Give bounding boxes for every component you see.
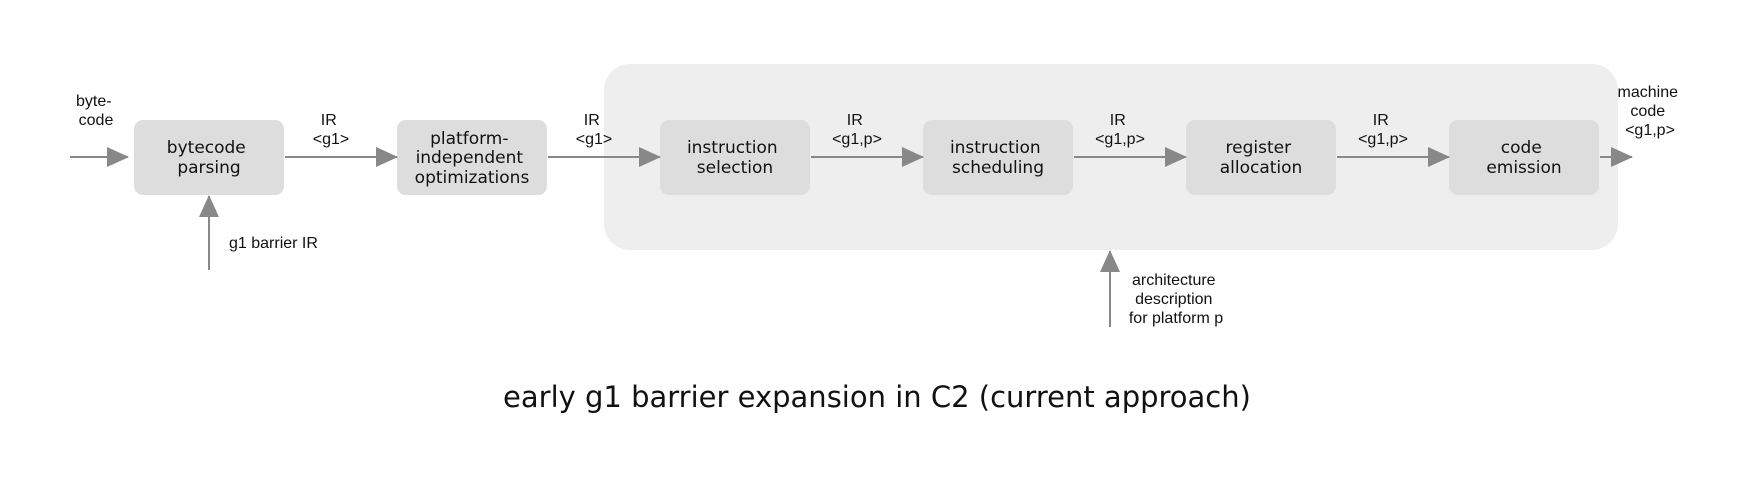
architecture-description-label: architecture description for platform p <box>1129 272 1223 327</box>
edge-label-after-scheduling: IR <g1,p> <box>1095 112 1145 148</box>
stage-box <box>397 120 547 195</box>
stage-label: platform- <box>430 129 508 149</box>
edge-label-after-selection: IR <g1,p> <box>832 112 882 148</box>
stage-code-emission: code emission <box>1449 120 1599 195</box>
stage-platform-independent-optimizations: platform- independent optimizations <box>397 120 547 195</box>
stage-label: optimizations <box>415 168 530 188</box>
svg-text:instruction selection: instruction selection <box>687 138 783 178</box>
edge-label-after-allocation: IR <g1,p> <box>1358 112 1408 148</box>
g1-barrier-ir-label: g1 barrier IR <box>229 235 318 252</box>
stage-label: selection <box>697 158 773 178</box>
stage-label: code <box>1501 138 1542 158</box>
edge-label-after-optimizations: IR <g1> <box>576 112 612 148</box>
stage-box <box>134 120 284 195</box>
svg-text:bytecode parsing: bytecode parsing <box>167 138 251 178</box>
stage-instruction-scheduling: instruction scheduling <box>923 120 1073 195</box>
stage-label: emission <box>1486 158 1561 178</box>
stage-label: register <box>1226 138 1292 158</box>
svg-text:register allocation: register allocation <box>1220 138 1303 178</box>
edge-label-input: byte- code <box>76 93 116 129</box>
stage-label: allocation <box>1220 158 1303 178</box>
diagram-caption: early g1 barrier expansion in C2 (curren… <box>503 380 1251 414</box>
svg-text:instruction scheduling: instruction scheduling <box>950 138 1046 178</box>
edge-label-output: machine code <g1,p> <box>1618 84 1683 139</box>
stage-bytecode-parsing: bytecode parsing <box>134 120 284 195</box>
stage-label: parsing <box>177 158 240 178</box>
edge-label-after-parsing: IR <g1> <box>313 112 349 148</box>
stage-instruction-selection: instruction selection <box>660 120 810 195</box>
stage-box <box>660 120 810 195</box>
stage-label: instruction <box>950 138 1041 158</box>
svg-text:code emission: code emission <box>1486 138 1561 178</box>
stage-label: bytecode <box>167 138 246 158</box>
stage-box <box>923 120 1073 195</box>
svg-text:platform- independent: platform- independent optimizations <box>415 129 530 188</box>
stage-label: independent <box>416 148 524 168</box>
stage-label: scheduling <box>952 158 1044 178</box>
stage-box <box>1449 120 1599 195</box>
stage-register-allocation: register allocation <box>1186 120 1336 195</box>
stage-label: instruction <box>687 138 778 158</box>
stage-box <box>1186 120 1336 195</box>
